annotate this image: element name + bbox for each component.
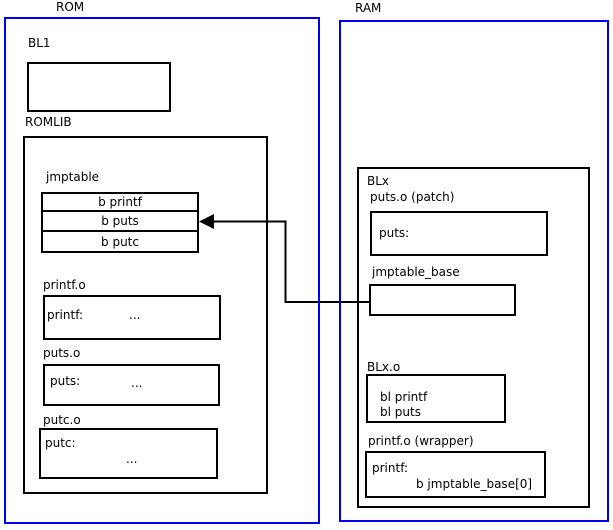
printf-symbol: printf: [47, 308, 84, 322]
ram-region-box [339, 20, 609, 522]
rom-region-title: ROM [56, 0, 85, 14]
puts-patch-box: puts: [370, 211, 548, 256]
blx-box [357, 167, 590, 508]
romlib-box [23, 136, 268, 494]
printf-wrapper-box: printf: b jmptable_base[0] [365, 451, 546, 498]
printf-o-box: printf: ... [43, 295, 221, 340]
putc-body-ellipsis: ... [126, 452, 138, 466]
jmptable-entry-b-puts: b puts [41, 210, 199, 232]
puts-o-label: puts.o [43, 346, 81, 360]
printf-o-label: printf.o [43, 278, 86, 292]
bl1-label: BL1 [28, 36, 51, 50]
blx-o-label: BLx.o [367, 360, 401, 374]
putc-o-label: putc.o [43, 413, 81, 427]
puts-patch-symbol: puts: [379, 226, 410, 240]
putc-symbol: putc: [45, 436, 76, 450]
printf-wrapper-instruction: b jmptable_base[0] [416, 477, 533, 491]
jmptable-rows: b printf b puts b putc [41, 192, 199, 253]
puts-symbol: puts: [50, 374, 81, 388]
printf-wrapper-label: printf.o (wrapper) [368, 434, 474, 448]
jmptable-entry-b-putc: b putc [41, 230, 199, 253]
romlib-label: ROMLIB [25, 115, 72, 129]
jmptable-entry-b-printf: b printf [41, 192, 199, 212]
ram-region-title: RAM [355, 1, 382, 15]
blx-o-box: bl printf bl puts [366, 374, 506, 423]
printf-wrapper-symbol: printf: [372, 461, 409, 475]
blx-o-line1: bl printf [380, 390, 428, 404]
jmptable-base-label: jmptable_base [372, 265, 460, 279]
puts-o-box: puts: ... [43, 364, 220, 406]
printf-body-ellipsis: ... [129, 308, 141, 322]
rom-region-box [4, 17, 320, 524]
blx-o-line2: bl puts [380, 405, 421, 419]
putc-o-box: putc: ... [39, 428, 218, 479]
bl1-box [27, 62, 171, 112]
puts-body-ellipsis: ... [131, 376, 143, 390]
blx-label: BLx [367, 174, 390, 188]
puts-patch-label: puts.o (patch) [370, 190, 455, 204]
jmptable-label: jmptable [46, 170, 100, 184]
jmptable-base-box [369, 284, 516, 316]
